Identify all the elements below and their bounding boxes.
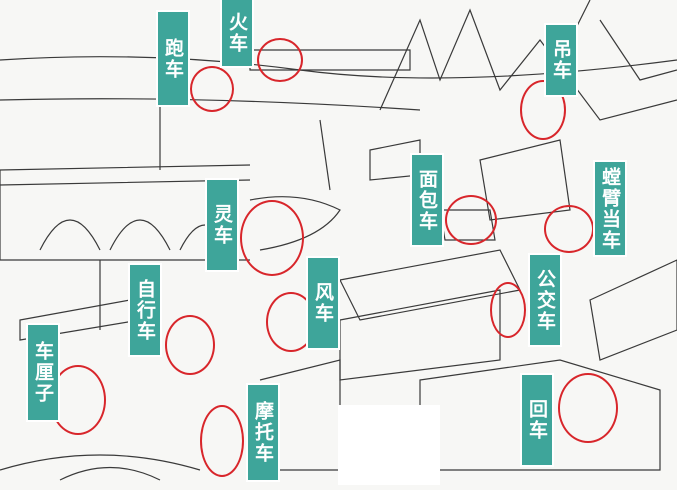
label-bus: 公交车 — [530, 255, 560, 345]
circle-mantis — [544, 205, 594, 253]
label-bread-van: 面包车 — [412, 155, 442, 245]
circle-return — [558, 373, 618, 443]
label-train: 火车 — [222, 0, 252, 66]
circle-sports-car — [190, 66, 234, 112]
circle-bicycle — [165, 315, 215, 375]
circle-bus — [490, 282, 526, 338]
label-return: 回车 — [522, 375, 552, 465]
label-windmill: 风车 — [308, 258, 338, 348]
label-mantis: 螳臂当车 — [595, 162, 625, 255]
label-crane: 吊车 — [546, 25, 576, 95]
label-bicycle: 自行车 — [130, 265, 160, 355]
circle-cherry — [50, 365, 106, 435]
circle-motorcycle — [200, 405, 244, 477]
circle-crane — [520, 80, 566, 140]
circle-hearse — [240, 200, 304, 276]
blank-patch — [338, 405, 440, 485]
label-cherry: 车厘子 — [28, 325, 58, 420]
circle-bread-van — [445, 195, 497, 245]
label-sports-car: 跑车 — [158, 12, 188, 105]
label-hearse: 灵车 — [207, 180, 237, 270]
label-motorcycle: 摩托车 — [248, 385, 278, 480]
circle-train — [257, 38, 303, 82]
